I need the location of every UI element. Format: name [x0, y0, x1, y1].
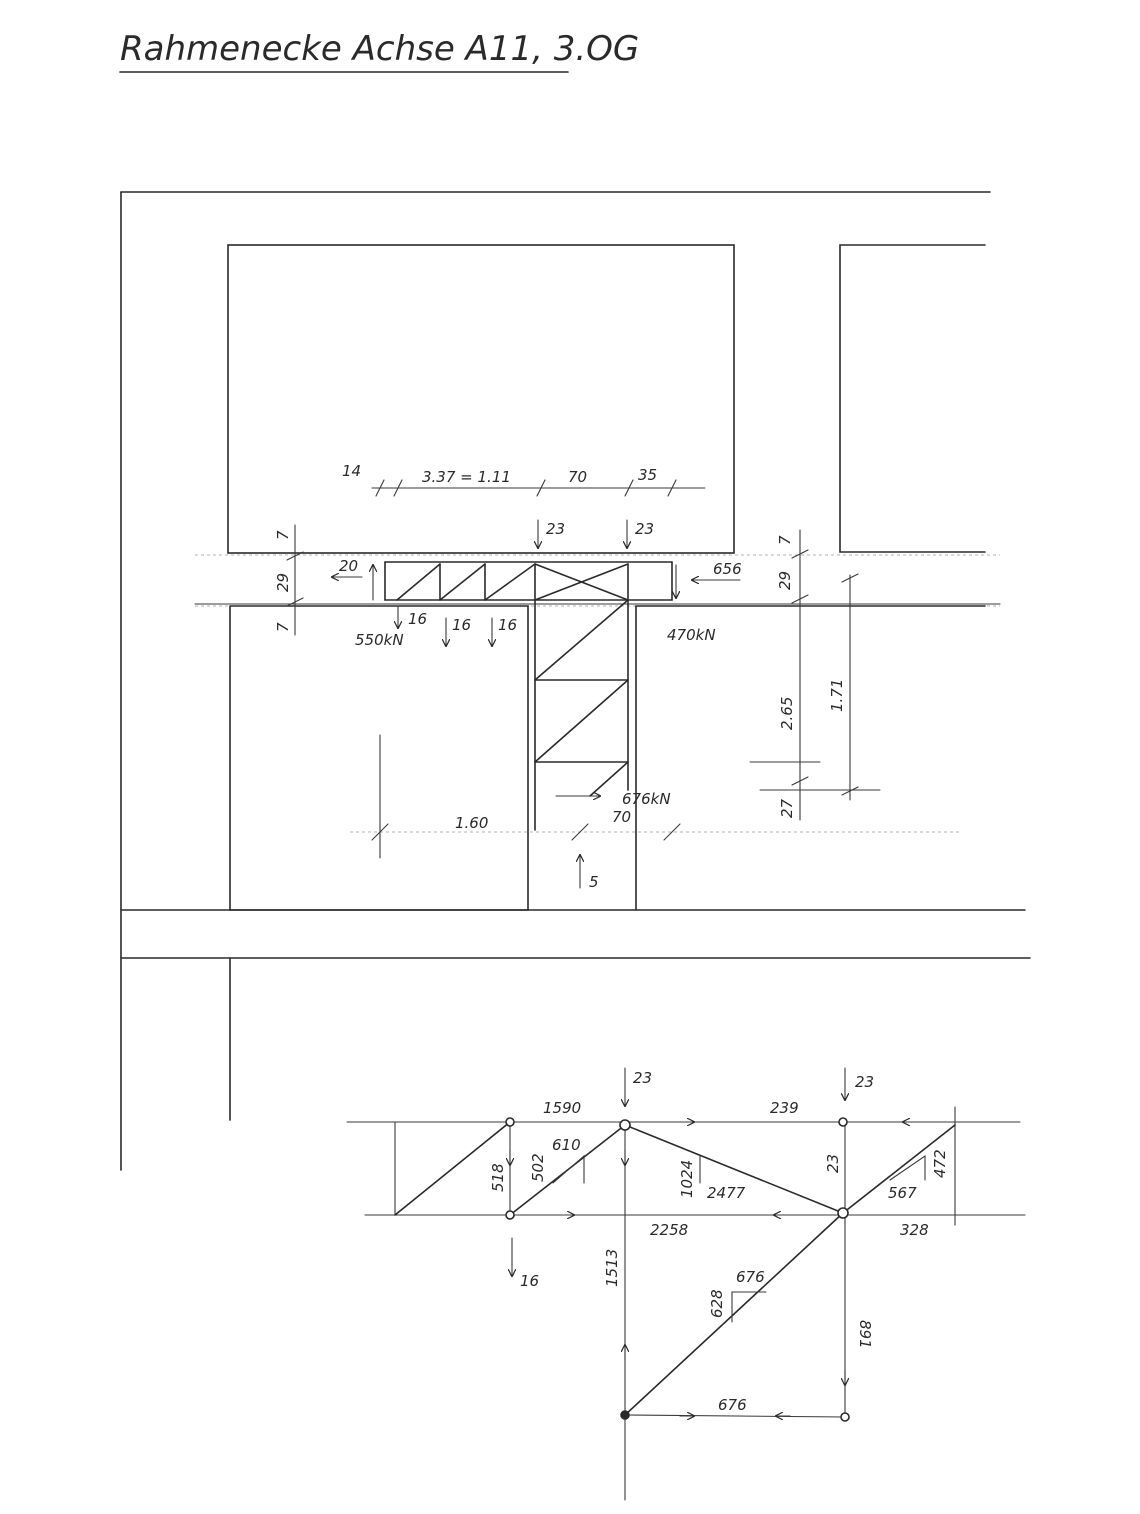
- force-plan: 23 23 16 1590 239 518 502 610 1024 2477 …: [346, 1067, 1026, 1501]
- fp-value-518: 518: [489, 1163, 507, 1192]
- fp-value-676-b: 676: [718, 1396, 747, 1414]
- fp-value-610: 610: [552, 1136, 581, 1154]
- fp-value-891: 891: [856, 1320, 874, 1349]
- dim-right-2: 29: [776, 571, 794, 590]
- lower-left-panel: [229, 605, 529, 911]
- fp-load-16: 16: [520, 1272, 539, 1290]
- fp-value-567: 567: [888, 1184, 917, 1202]
- load-bottom: 5: [589, 873, 599, 891]
- dim-top-1: 14: [342, 462, 361, 480]
- fp-value-1513: 1513: [603, 1249, 621, 1287]
- load-left-horizontal: 20: [339, 557, 358, 575]
- load-bottom-16-c: 16: [498, 616, 517, 634]
- fp-value-2477: 2477: [707, 1184, 746, 1202]
- fp-value-23: 23: [824, 1154, 842, 1173]
- upper-left-panel: [227, 244, 735, 554]
- dim-left-2: 29: [274, 573, 292, 592]
- dim-right-5: 27: [778, 798, 796, 818]
- structural-section: 14 3.37 = 1.11 70 35 7 29 7 7 29: [120, 191, 1031, 1171]
- lower-right-panel: [635, 605, 986, 911]
- fp-value-2258: 2258: [650, 1221, 688, 1239]
- fp-value-628: 628: [708, 1289, 726, 1318]
- drawing-title: Rahmenecke Achse A11, 3.OG: [120, 29, 639, 69]
- load-bottom-16-b: 16: [452, 616, 471, 634]
- dim-bottom-2: 70: [612, 808, 631, 826]
- dim-top-4: 35: [638, 466, 657, 484]
- dim-right-3: 2.65: [778, 697, 796, 730]
- load-top-1: 23: [546, 520, 565, 538]
- fp-value-676-a: 676: [736, 1268, 765, 1286]
- fp-value-502: 502: [529, 1153, 547, 1182]
- strut-tie-column: [534, 599, 629, 831]
- dimension-right: 7 29 2.65 1.71 27: [749, 529, 881, 821]
- fp-value-472: 472: [931, 1149, 949, 1178]
- fp-value-1024: 1024: [678, 1160, 696, 1198]
- reaction-left: 550kN: [355, 631, 404, 649]
- reaction-right: 470kN: [667, 626, 716, 644]
- fp-load-23-a: 23: [633, 1069, 652, 1087]
- dim-right-4: 1.71: [828, 679, 846, 712]
- dimension-left: 7 29 7: [274, 524, 304, 636]
- dim-right-1: 7: [776, 535, 794, 545]
- dimension-bottom: 1.60 70: [350, 734, 960, 859]
- dim-bottom-1: 1.60: [455, 814, 488, 832]
- fp-value-328: 328: [900, 1221, 929, 1239]
- dim-left-1: 7: [274, 530, 292, 540]
- strut-tie-beam: [384, 561, 673, 601]
- section-loads: 23 23 20 656 16 16 16 550kN 470kN 676kN …: [332, 519, 742, 891]
- dim-top-3: 70: [568, 468, 587, 486]
- fp-value-1590: 1590: [543, 1099, 581, 1117]
- upper-right-panel: [839, 244, 986, 553]
- load-right-horizontal: 656: [713, 560, 742, 578]
- fp-value-239: 239: [770, 1099, 799, 1117]
- fp-load-23-b: 23: [855, 1073, 874, 1091]
- dim-top-2: 3.37 = 1.11: [422, 468, 511, 486]
- load-bottom-16-a: 16: [408, 610, 427, 628]
- load-top-2: 23: [635, 520, 654, 538]
- dim-left-3: 7: [274, 622, 292, 632]
- load-column: 676kN: [622, 790, 671, 808]
- dimension-top: 14 3.37 = 1.11 70 35: [342, 462, 706, 497]
